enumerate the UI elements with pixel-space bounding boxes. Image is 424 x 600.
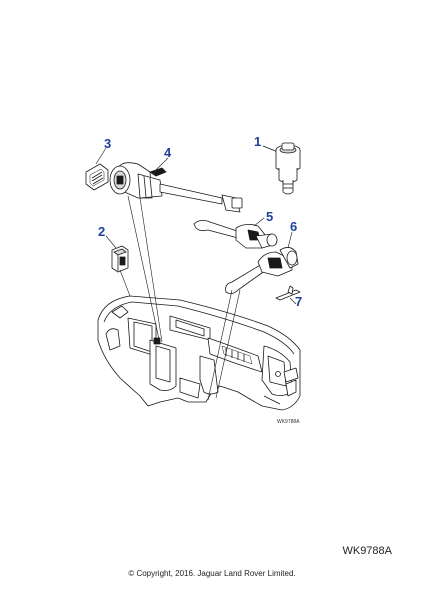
part-4-ignition-switch	[109, 162, 243, 213]
locator-line-4b	[139, 197, 163, 343]
locator-line-4a	[127, 195, 161, 345]
callout-6: 6	[290, 219, 297, 234]
part-2-switch	[111, 245, 129, 273]
diagram-ref-small: WK9788A	[277, 419, 300, 425]
locator-line-2	[119, 269, 131, 297]
leader-2	[105, 235, 117, 249]
callout-2: 2	[98, 224, 105, 239]
leader-7	[289, 297, 297, 305]
locator-line-6a	[207, 289, 233, 401]
locator-line-6b	[215, 289, 241, 399]
copyright-notice: © Copyright, 2016. Jaguar Land Rover Lim…	[128, 569, 296, 578]
leader-6	[287, 231, 293, 249]
leader-1	[262, 145, 279, 153]
callout-5: 5	[266, 209, 273, 224]
part-1-sensor	[262, 142, 301, 195]
callout-3: 3	[104, 136, 111, 151]
diagram-reference: WK9788A	[342, 545, 392, 557]
part-6-stalk-switch	[225, 247, 299, 294]
callout-1: 1	[254, 134, 261, 149]
part-3-key-cap	[85, 163, 109, 191]
dashboard-fascia	[97, 295, 301, 411]
part-7-clip	[275, 285, 301, 301]
callout-7: 7	[295, 294, 302, 309]
callout-4: 4	[164, 145, 172, 160]
leader-3	[95, 147, 107, 165]
leader-4	[155, 157, 169, 171]
leader-5	[253, 217, 265, 227]
part-5-stalk-switch	[193, 220, 278, 249]
